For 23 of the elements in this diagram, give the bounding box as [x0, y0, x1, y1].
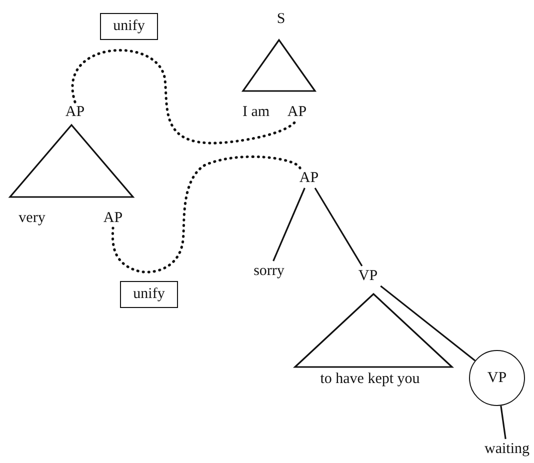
tree-branch: [314, 188, 363, 266]
tree-branch: [380, 285, 476, 362]
tree-label: very: [12, 208, 52, 228]
roof-triangle: [294, 293, 453, 368]
tree-branch: [272, 188, 306, 262]
tree-label: waiting: [480, 439, 534, 459]
tree-label: VP: [352, 266, 384, 286]
tree-label: sorry: [248, 261, 290, 281]
tree-label: AP: [294, 168, 324, 188]
roof-triangle: [242, 39, 316, 92]
tree-label: AP: [60, 102, 90, 122]
dotted-unification-line: [111, 155, 302, 274]
roof-triangle: [9, 124, 134, 198]
boxed-label: unify: [100, 13, 158, 40]
tree-label: AP: [283, 102, 311, 122]
tree-label: to have kept you: [290, 368, 450, 390]
tree-label: I am: [238, 102, 274, 122]
dotted-unification-line: [71, 49, 296, 144]
tree-label: S: [272, 8, 290, 30]
tree-label: AP: [98, 208, 128, 228]
boxed-label: unify: [120, 281, 178, 308]
circled-node: VP: [469, 350, 525, 406]
tree-branch: [500, 406, 506, 440]
